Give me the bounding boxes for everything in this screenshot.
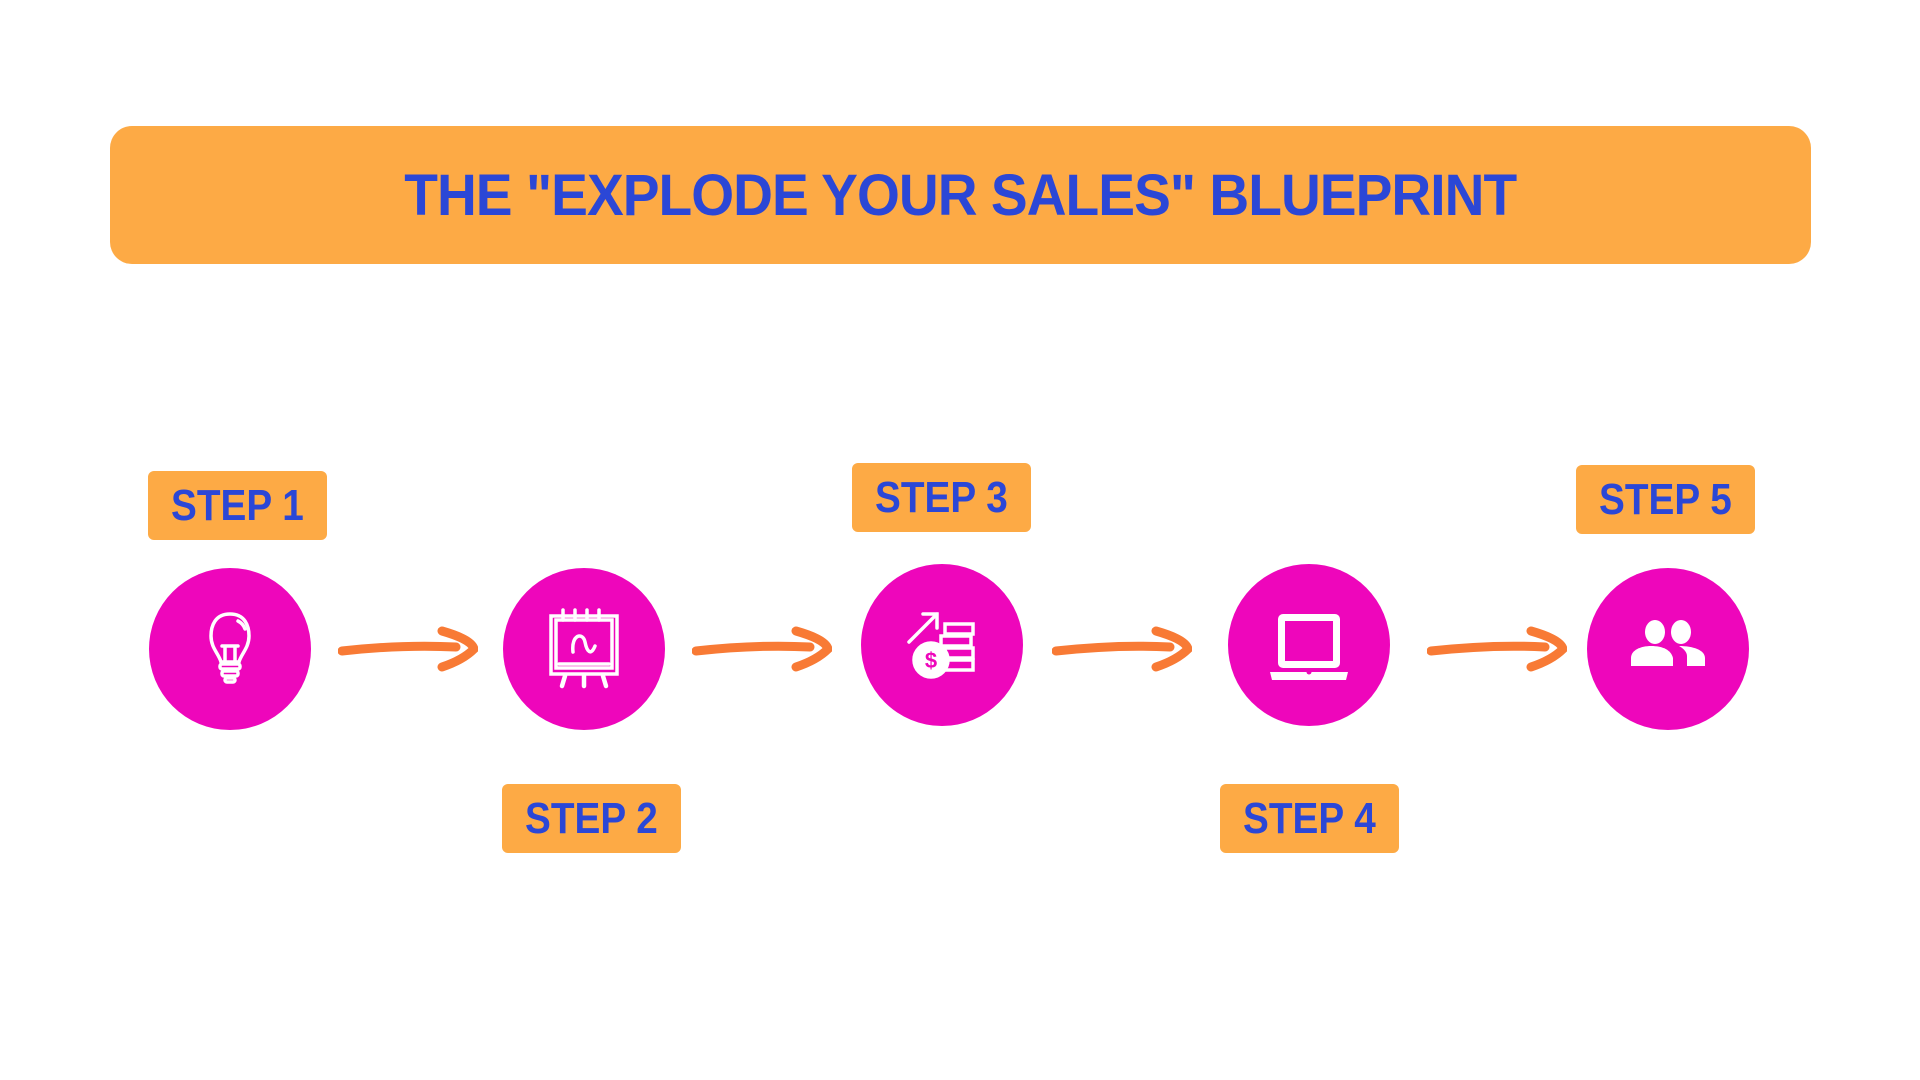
lightbulb-icon bbox=[209, 612, 251, 684]
presentation-board-icon bbox=[549, 608, 619, 689]
step-5-circle bbox=[1587, 568, 1749, 730]
step-1-circle bbox=[149, 568, 311, 730]
money-growth-icon: $ bbox=[907, 612, 975, 679]
arrow-2-icon bbox=[692, 626, 832, 672]
step-5-label: STEP 5 bbox=[1576, 465, 1755, 534]
step-2-label: STEP 2 bbox=[502, 784, 681, 853]
page-title: THE "EXPLODE YOUR SALES" BLUEPRINT bbox=[404, 162, 1518, 228]
laptop-icon bbox=[1270, 614, 1348, 680]
step-4-label-text: STEP 4 bbox=[1243, 793, 1376, 843]
step-2-circle bbox=[503, 568, 665, 730]
step-2-label-text: STEP 2 bbox=[525, 793, 658, 843]
step-1-label: STEP 1 bbox=[148, 471, 327, 540]
arrow-1-icon bbox=[338, 626, 478, 672]
svg-text:$: $ bbox=[925, 648, 937, 673]
arrow-4-icon bbox=[1427, 626, 1567, 672]
step-4-label: STEP 4 bbox=[1220, 784, 1399, 853]
step-3-label: STEP 3 bbox=[852, 463, 1031, 532]
title-banner: THE "EXPLODE YOUR SALES" BLUEPRINT bbox=[110, 126, 1811, 264]
step-3-label-text: STEP 3 bbox=[875, 472, 1008, 522]
step-5-label-text: STEP 5 bbox=[1599, 474, 1732, 524]
step-3-circle: $ bbox=[861, 564, 1023, 726]
arrow-3-icon bbox=[1052, 626, 1192, 672]
step-1-label-text: STEP 1 bbox=[171, 480, 304, 530]
users-icon bbox=[1631, 620, 1705, 666]
step-4-circle bbox=[1228, 564, 1390, 726]
